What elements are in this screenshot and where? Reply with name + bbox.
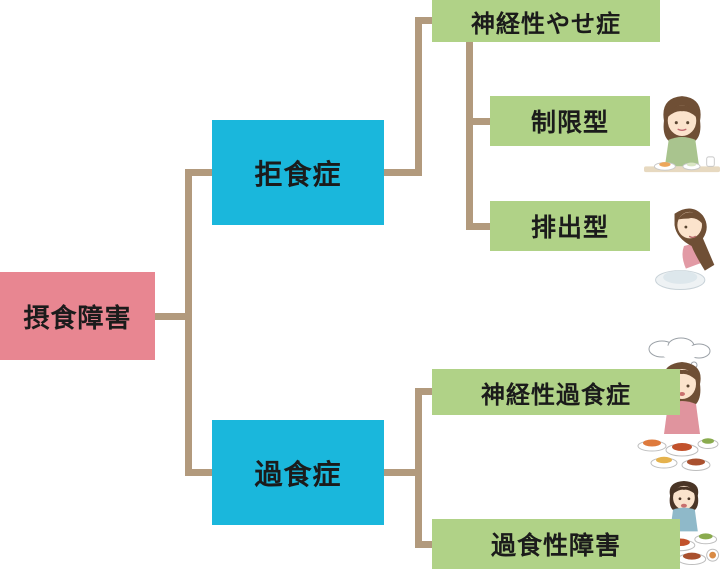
connector-branch-vertical — [185, 169, 192, 476]
node-bulimia-label: 過食症 — [254, 458, 342, 490]
connector-to-bulimia — [185, 469, 212, 476]
connector-to-anorexia-nervosa — [415, 17, 432, 24]
node-anorexia-nervosa-label: 神経性やせ症 — [471, 10, 621, 38]
connector-to-binge-eating — [415, 541, 432, 548]
connector-to-anorexia — [185, 169, 212, 176]
node-anorexia-label: 拒食症 — [254, 158, 342, 190]
node-restricting-type: 制限型 — [490, 96, 650, 146]
connector-subtype-vertical — [466, 42, 473, 230]
woman-small-meal-illustration — [644, 86, 720, 191]
node-eating-disorder-label: 摂食障害 — [23, 302, 132, 333]
connector-to-restricting-type — [466, 118, 490, 125]
node-purging-type-label: 排出型 — [530, 214, 609, 242]
connector-anorexia-stub — [384, 169, 422, 176]
connector-bulimia-children-vertical — [415, 388, 422, 548]
woman-binge-thought-bubble-illustration — [636, 336, 720, 477]
connector-anorexia-children-vertical — [415, 17, 422, 176]
connector-to-purging-type — [466, 223, 490, 230]
node-bulimia-nervosa-label: 神経性過食症 — [481, 381, 631, 409]
node-anorexia-nervosa: 神経性やせ症 — [432, 0, 660, 42]
connector-root-stub — [155, 313, 192, 320]
connector-to-bulimia-nervosa — [415, 388, 432, 395]
node-anorexia: 拒食症 — [212, 120, 384, 225]
node-eating-disorder: 摂食障害 — [0, 272, 155, 360]
node-bulimia: 過食症 — [212, 420, 384, 525]
node-binge-eating-disorder-label: 過食性障害 — [490, 532, 621, 560]
node-restricting-type-label: 制限型 — [530, 109, 609, 137]
node-binge-eating-disorder: 過食性障害 — [432, 519, 680, 569]
woman-purging-illustration — [648, 196, 720, 299]
node-bulimia-nervosa: 神経性過食症 — [432, 369, 680, 415]
node-purging-type: 排出型 — [490, 201, 650, 251]
connector-bulimia-stub — [384, 469, 422, 476]
